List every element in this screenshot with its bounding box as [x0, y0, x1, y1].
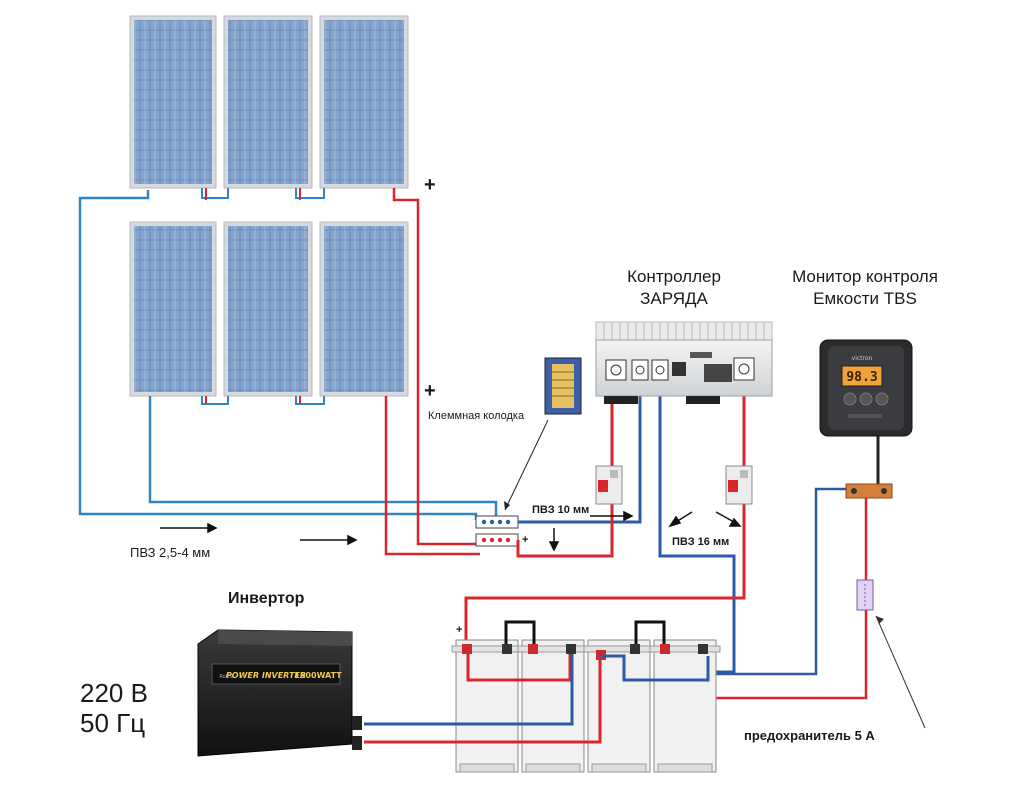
solar-array	[129, 15, 409, 405]
inverter-small-label: RoHS	[219, 674, 232, 680]
plus-sign-bottom: +	[424, 380, 436, 402]
circuit-breaker	[595, 465, 623, 505]
battery	[649, 639, 721, 773]
terminal-block-label: Клеммная колодка	[428, 410, 525, 422]
terminal-block	[475, 515, 519, 547]
monitor-display-value: 98.3	[846, 370, 877, 385]
fuse	[856, 579, 874, 611]
output-frequency: 50 Гц	[80, 708, 146, 738]
battery	[517, 639, 589, 773]
output-voltage: 220 В	[80, 678, 148, 708]
terminal-block-photo	[544, 357, 582, 415]
battery-bank	[451, 620, 721, 773]
panel-wires	[78, 188, 498, 556]
solar-panel	[319, 221, 409, 397]
inverter: POWER INVERTER 1500WATT RoHS	[197, 629, 362, 757]
inverter-label: Инвертор	[228, 590, 305, 607]
solar-panel	[319, 15, 409, 189]
battery-wires	[364, 654, 710, 744]
terminal-pointer	[504, 419, 549, 511]
wire-spec-16mm: ПВЗ 16 мм	[672, 536, 730, 548]
terminal-block-plus: +	[522, 534, 529, 546]
solar-panel	[223, 221, 313, 397]
plus-sign-top: +	[424, 174, 436, 196]
fuse-label: предохранитель 5 А	[744, 728, 875, 743]
monitor-brand: victron	[852, 355, 873, 362]
monitor-label-line1: Монитор контроля	[792, 267, 938, 286]
wire-spec-2-5-4mm: ПВЗ 2,5-4 мм	[130, 545, 211, 560]
circuit-breaker	[725, 465, 753, 505]
monitor-label-line2: Емкости TBS	[813, 289, 917, 308]
battery	[583, 639, 655, 773]
solar-panel	[223, 15, 313, 189]
wire-arrows	[160, 510, 742, 552]
inverter-brand: POWER INVERTER	[226, 671, 306, 680]
shunt	[845, 483, 893, 499]
controller-label-line1: Контроллер	[627, 267, 721, 286]
battery-monitor: 98.3 victron	[819, 339, 913, 437]
wire-spec-10mm: ПВЗ 10 мм	[532, 504, 590, 516]
panel-jumpers	[201, 188, 325, 405]
monitor-label: Монитор контроля Емкости TBS	[770, 266, 960, 310]
battery	[451, 639, 523, 773]
charge-controller	[595, 321, 773, 404]
inverter-model: 1500WATT	[294, 671, 342, 680]
controller-label-line2: ЗАРЯДА	[640, 289, 708, 308]
fuse-pointer	[875, 615, 926, 729]
solar-panel	[129, 15, 217, 189]
solar-panel	[129, 221, 217, 397]
controller-label: Контроллер ЗАРЯДА	[604, 266, 744, 310]
battery-plus: +	[456, 624, 463, 636]
